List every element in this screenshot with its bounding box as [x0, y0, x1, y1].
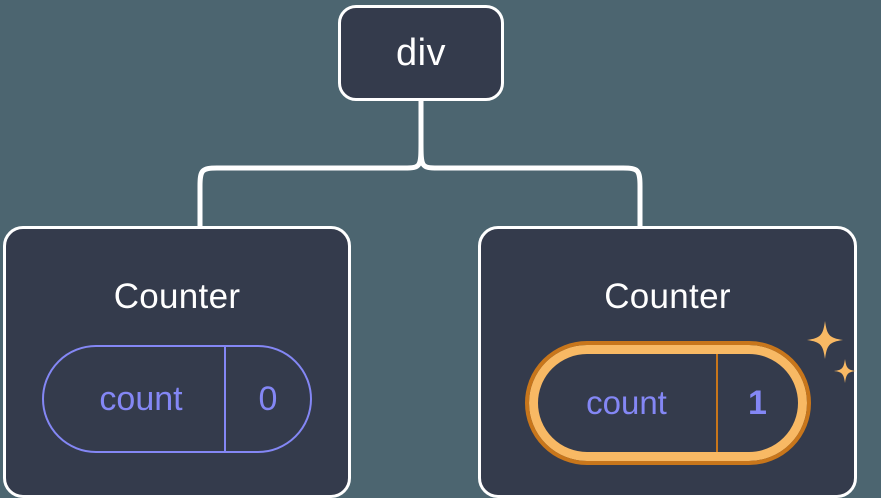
node-div-label: div — [395, 32, 447, 74]
state-pill-1[interactable]: count 1 — [524, 341, 811, 465]
sparkle-icon-large — [806, 321, 843, 359]
node-counter-1[interactable]: Counter count 1 — [478, 226, 857, 498]
sparkle-group — [806, 321, 856, 383]
connector-branch-left — [197, 138, 424, 229]
node-counter-0[interactable]: Counter count 0 — [3, 226, 351, 498]
state-pill-wrapper-1: count 1 — [524, 321, 856, 465]
connector-branch-right — [418, 138, 643, 229]
node-counter-0-title: Counter — [113, 277, 241, 316]
node-div[interactable]: div — [338, 5, 504, 101]
state-pill-wrapper-0: count 0 — [42, 345, 312, 453]
state-key-1: count — [586, 384, 667, 421]
state-value-1: 1 — [715, 354, 798, 452]
state-key-0: count — [99, 379, 183, 418]
node-counter-1-title: Counter — [604, 277, 731, 316]
state-pill-0[interactable]: count 0 — [42, 345, 312, 453]
state-value-0: 0 — [224, 347, 310, 451]
sparkle-icon-small — [833, 359, 856, 383]
